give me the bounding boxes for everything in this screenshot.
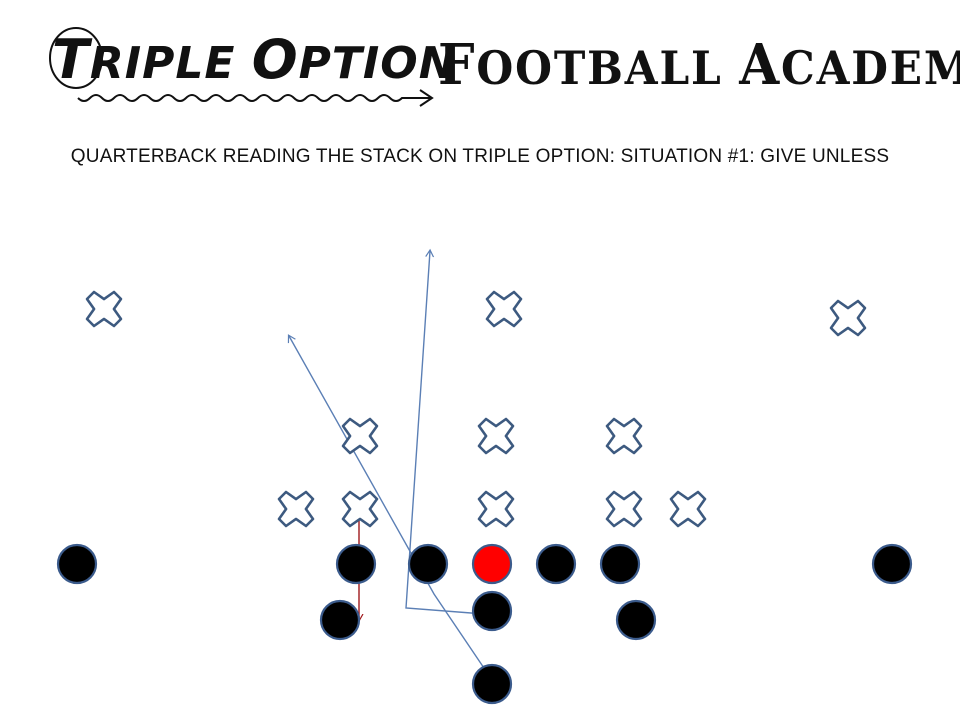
defender-end-right-marker [669, 490, 707, 528]
defender-linebacker-middle-marker [477, 417, 515, 455]
player-left-tackle [335, 543, 377, 585]
defender-tackle-left-marker [341, 490, 379, 528]
player-left-guard [407, 543, 449, 585]
defender-tackle-right-marker [605, 490, 643, 528]
defender-corner-left-marker [85, 290, 123, 328]
player-slotback-left [319, 599, 361, 641]
logo-text-ootball: OOTBALL [476, 41, 740, 95]
logo-text-riple: RIPLE [89, 38, 252, 89]
logo-letter-f: F [438, 32, 477, 98]
logo-football-academy: FOOTBALL ACADEMY [438, 32, 960, 98]
defender-end-left-marker [277, 490, 315, 528]
logo-triple-option: TRIPLE OPTION [52, 28, 457, 91]
player-fullback [471, 663, 513, 705]
logo-arrowhead [419, 89, 434, 107]
defender-nose-marker [477, 490, 515, 528]
defender-corner-right-marker [829, 299, 867, 337]
player-split-end-left [56, 543, 98, 585]
player-quarterback [471, 590, 513, 632]
logo-squiggle-underline [77, 94, 430, 102]
route-guard-release [405, 251, 485, 615]
logo-letter-a: A [739, 32, 782, 98]
player-slotback-right [615, 599, 657, 641]
logo-text-cademy: CADEMY [781, 41, 960, 95]
logo-letter-o: O [251, 28, 299, 91]
route-slot-path [289, 336, 489, 675]
player-right-tackle [599, 543, 641, 585]
logo-text-ption: PTION [298, 38, 457, 89]
player-center [471, 543, 513, 585]
diagram-title: QUARTERBACK READING THE STACK ON TRIPLE … [70, 146, 890, 167]
player-split-end-right [871, 543, 913, 585]
defender-linebacker-left-marker [341, 417, 379, 455]
logo-t-circle [49, 27, 103, 89]
player-right-guard [535, 543, 577, 585]
defender-linebacker-right-marker [605, 417, 643, 455]
defender-safety-marker [485, 290, 523, 328]
